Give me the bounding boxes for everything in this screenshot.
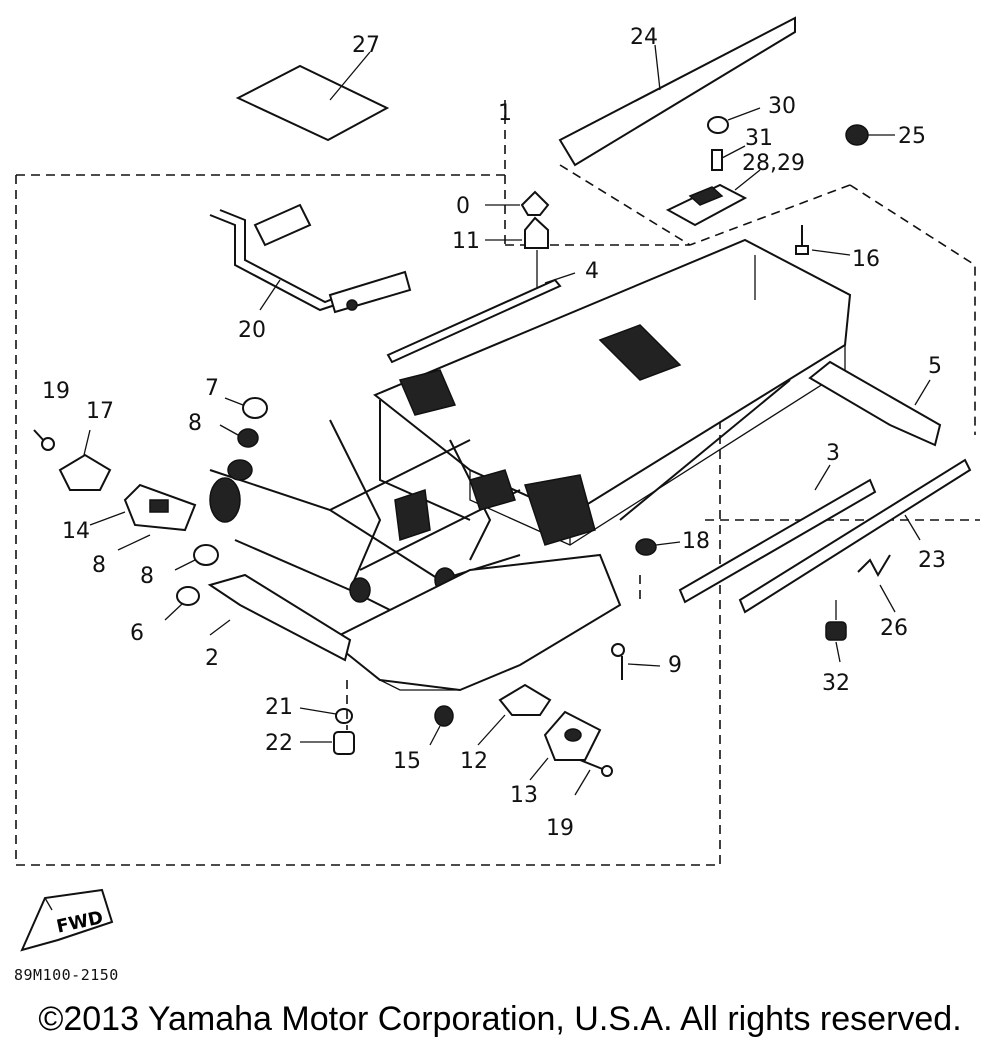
- part-22-bushing: [300, 680, 355, 755]
- callout-8-middle: 8: [140, 564, 154, 589]
- part-4-rod: [386, 272, 576, 364]
- callout-28-29: 28,29: [742, 151, 805, 176]
- callout-19-upper: 19: [42, 379, 70, 404]
- callout-17: 17: [86, 399, 114, 424]
- part-17-plate: [58, 429, 112, 491]
- part-6-bushing: [164, 586, 200, 621]
- part-16-bolt: [795, 225, 851, 256]
- diagram-part-code: 89M100-2150: [14, 966, 119, 984]
- callout-16: 16: [852, 247, 880, 272]
- part-27-sheet: [235, 51, 390, 142]
- part-32-plug: [825, 600, 847, 663]
- callout-1: 1: [498, 101, 512, 126]
- part-1-main-frame: [209, 238, 852, 692]
- part-5-bracket: [808, 360, 942, 447]
- part-15-grommet: [429, 705, 454, 746]
- part-26-clip: [857, 554, 896, 613]
- callout-23: 23: [918, 548, 946, 573]
- callout-8-lower: 8: [92, 553, 106, 578]
- part-24-strip: [558, 16, 796, 167]
- frame-exploded-diagram: FWD 27 24 30 31 28,29 25 1 0 11 4 16 20 …: [15, 16, 980, 952]
- callout-22: 22: [265, 731, 293, 756]
- callout-5: 5: [928, 354, 942, 379]
- part-19-screw-lower: [574, 759, 613, 796]
- part-19-screw-upper: [33, 429, 55, 451]
- callout-12: 12: [460, 749, 488, 774]
- callout-4: 4: [585, 259, 599, 284]
- callout-20: 20: [238, 318, 266, 343]
- part-14-bracket: [89, 483, 197, 532]
- callout-10: 0: [456, 194, 470, 219]
- part-7-bushing: [224, 397, 268, 419]
- part-10-11-fittings: [485, 190, 550, 290]
- callout-21: 21: [265, 695, 293, 720]
- callout-3: 3: [826, 441, 840, 466]
- callout-labels: 27 24 30 31 28,29 25 1 0 11 4 16 20 5 7 …: [42, 25, 946, 841]
- fwd-arrow: FWD: [20, 888, 114, 952]
- part-3-rail: [678, 464, 877, 604]
- part-8-bushing-lower: [117, 534, 151, 551]
- callout-8-upper: 8: [188, 411, 202, 436]
- callout-27: 27: [352, 33, 380, 58]
- part-21-washer: [299, 707, 353, 724]
- part-8-bushing-middle: [174, 544, 219, 571]
- part-18-cap: [635, 538, 681, 556]
- part-23-rail: [738, 458, 972, 614]
- callout-26: 26: [880, 616, 908, 641]
- callout-11: 11: [452, 229, 480, 254]
- callout-24: 24: [630, 25, 658, 50]
- callout-25: 25: [898, 124, 926, 149]
- callout-31: 31: [745, 126, 773, 151]
- callout-32: 32: [822, 671, 850, 696]
- callout-19-lower: 19: [546, 816, 574, 841]
- callout-15: 15: [393, 749, 421, 774]
- callout-30: 30: [768, 94, 796, 119]
- part-8-bushing-upper: [219, 424, 259, 448]
- part-20-handle: [209, 203, 412, 314]
- copyright-notice: ©2013 Yamaha Motor Corporation, U.S.A. A…: [38, 1000, 962, 1038]
- part-13-housing: [529, 710, 602, 781]
- callout-14: 14: [62, 519, 90, 544]
- part-25-cap: [845, 124, 895, 146]
- part-2-crossmember: [207, 573, 352, 662]
- part-12-gasket: [477, 683, 552, 746]
- callout-6: 6: [130, 621, 144, 646]
- part-9-bolt: [611, 643, 661, 680]
- callout-2: 2: [205, 646, 219, 671]
- callout-7: 7: [205, 376, 219, 401]
- callout-9: 9: [668, 653, 682, 678]
- callout-13: 13: [510, 783, 538, 808]
- part-28-29-bracket: [665, 107, 761, 227]
- callout-18: 18: [682, 529, 710, 554]
